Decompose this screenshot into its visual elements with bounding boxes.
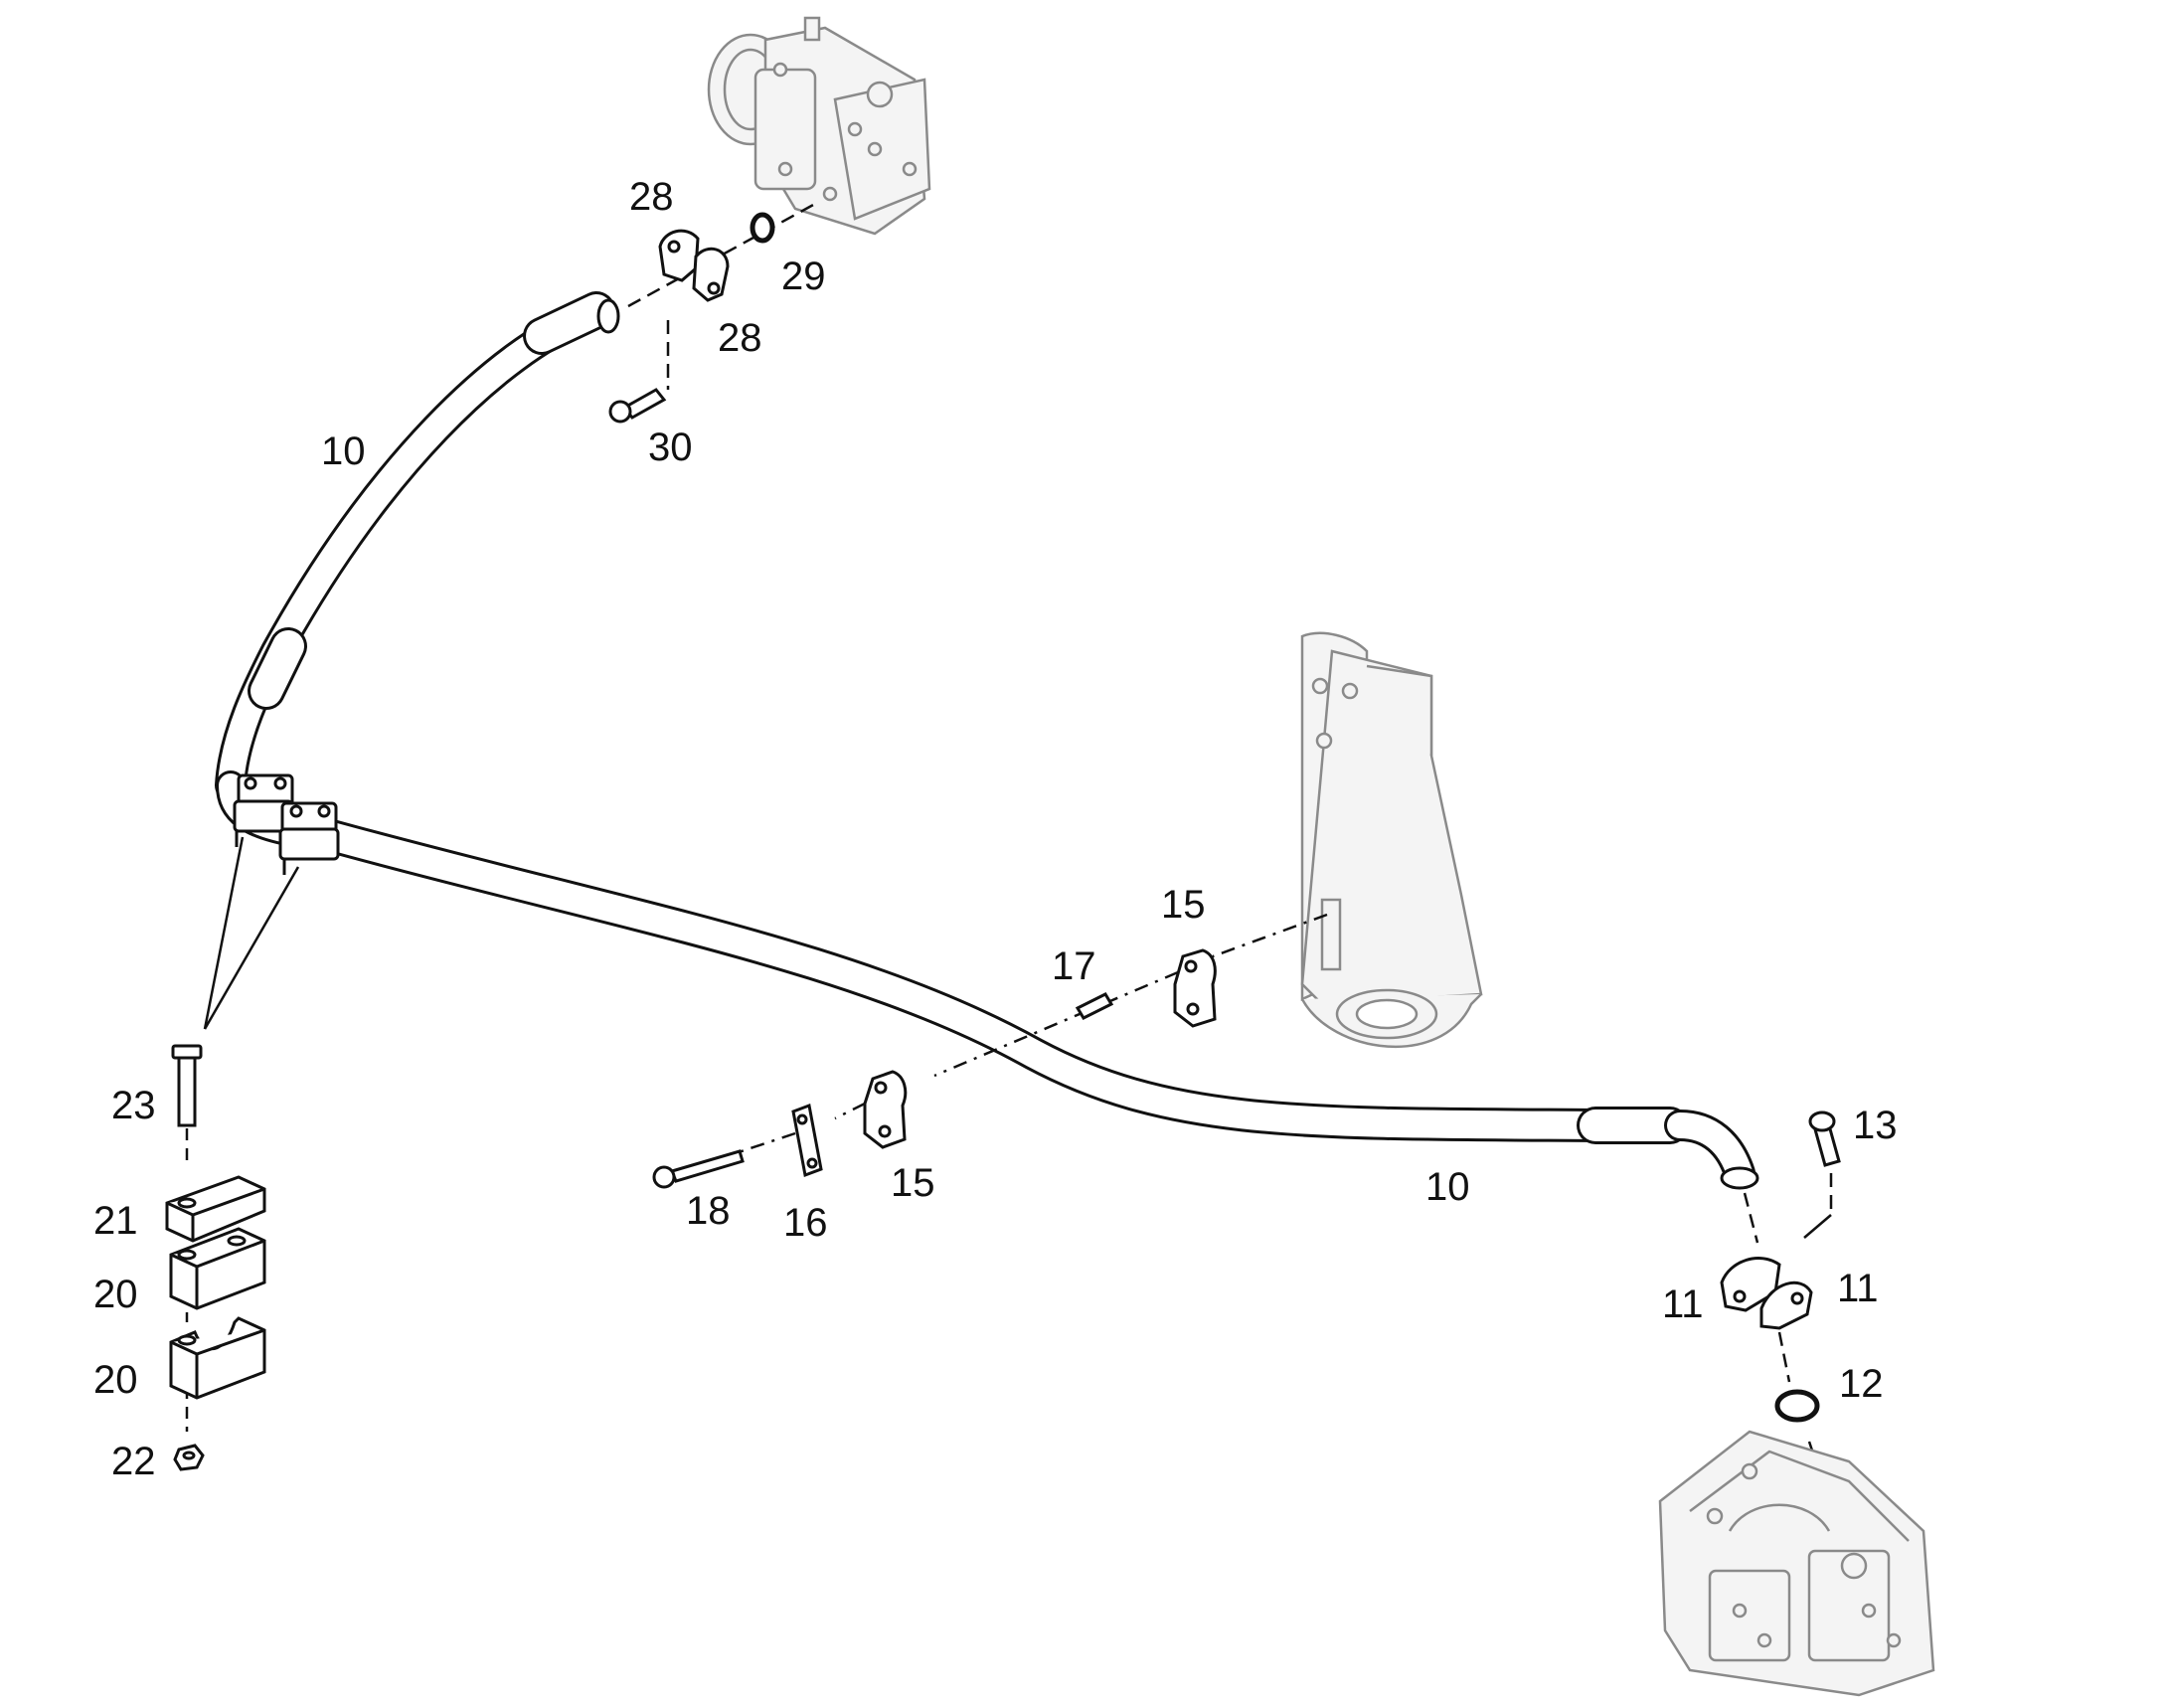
callout-20-lower: 20 bbox=[93, 1358, 138, 1402]
callout-11-left: 11 bbox=[1662, 1282, 1704, 1326]
clamp-half-15-lower bbox=[863, 1070, 908, 1149]
half-flange-28 bbox=[658, 229, 730, 302]
o-ring-29 bbox=[750, 212, 775, 244]
top-leaders bbox=[627, 202, 816, 390]
clamp-half-15-upper bbox=[1173, 948, 1217, 1028]
callout-17: 17 bbox=[1052, 944, 1096, 988]
clamp-block-20-upper bbox=[169, 1227, 266, 1310]
callout-28-top: 28 bbox=[629, 175, 674, 219]
bolt-23 bbox=[171, 1044, 203, 1127]
callout-10-upper: 10 bbox=[321, 429, 366, 473]
plate-21 bbox=[165, 1175, 266, 1243]
plate-16 bbox=[791, 1103, 823, 1178]
callout-15-lower: 15 bbox=[891, 1161, 935, 1205]
callout-20-upper: 20 bbox=[93, 1273, 138, 1316]
o-ring-12 bbox=[1774, 1389, 1820, 1423]
callout-13: 13 bbox=[1853, 1104, 1898, 1147]
callout-18: 18 bbox=[686, 1189, 731, 1233]
bolt-18 bbox=[652, 1149, 745, 1189]
callout-10-lower: 10 bbox=[1425, 1165, 1470, 1209]
callout-22: 22 bbox=[111, 1440, 156, 1483]
hose-10 bbox=[215, 291, 1759, 1190]
screw-13 bbox=[1808, 1110, 1841, 1167]
callout-15-upper: 15 bbox=[1161, 883, 1206, 927]
half-flange-11 bbox=[1720, 1257, 1813, 1330]
bottom-pump-housing bbox=[1658, 1430, 1935, 1697]
callout-28-lower: 28 bbox=[718, 316, 762, 360]
top-pump-housing bbox=[707, 16, 931, 236]
callout-12: 12 bbox=[1839, 1362, 1884, 1406]
callout-29: 29 bbox=[781, 255, 826, 298]
nut-22 bbox=[173, 1444, 205, 1471]
support-bracket bbox=[1300, 631, 1483, 1048]
bottom-leaders bbox=[1743, 1173, 1851, 1562]
callout-16: 16 bbox=[783, 1201, 828, 1245]
callout-23: 23 bbox=[111, 1084, 156, 1127]
callout-11-right: 11 bbox=[1837, 1267, 1879, 1310]
screw-30 bbox=[608, 388, 667, 424]
callout-30: 30 bbox=[648, 426, 693, 469]
callout-21: 21 bbox=[93, 1199, 138, 1243]
pin-17 bbox=[1075, 992, 1114, 1020]
hose-clamp-blocks bbox=[233, 773, 340, 875]
clamp-block-20-lower bbox=[169, 1316, 266, 1400]
